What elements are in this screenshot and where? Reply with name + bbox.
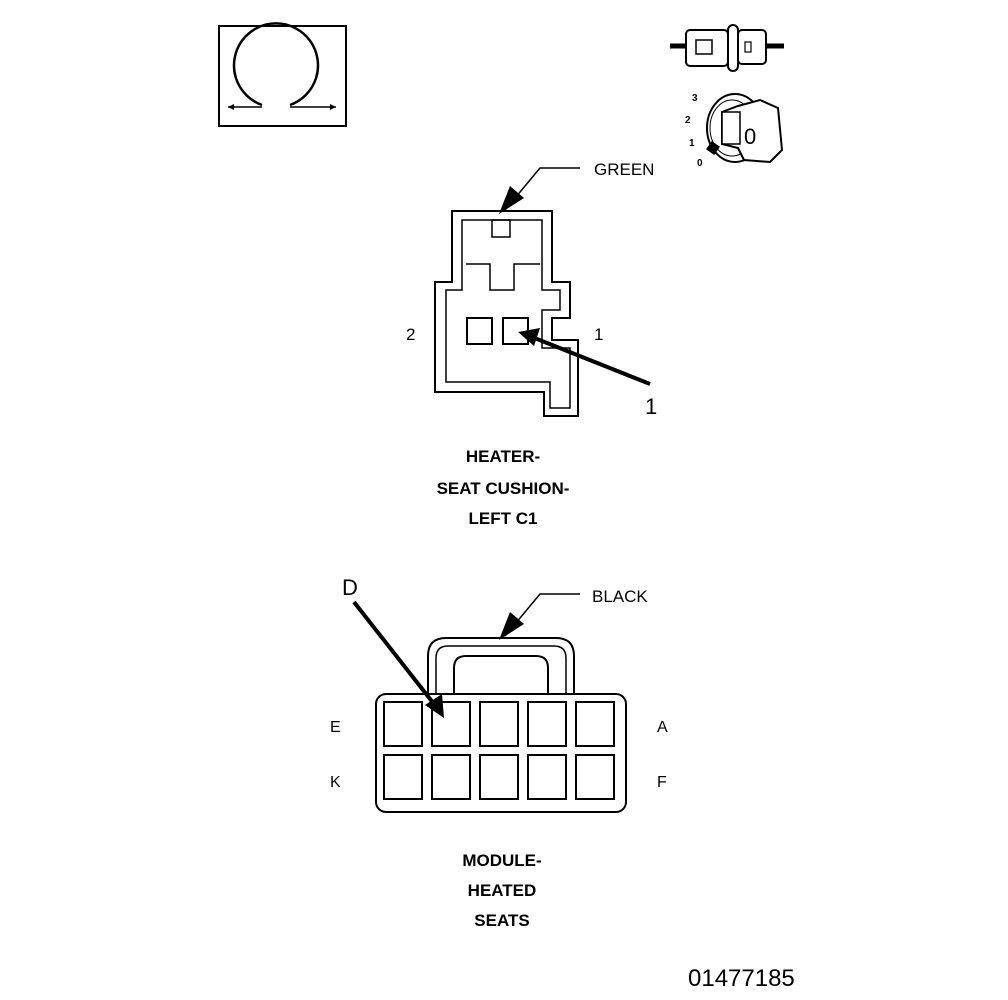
color-label-black: BLACK [592,587,648,606]
terminal-cavity [383,754,423,800]
inline-connector-icon [670,24,784,72]
connector-caption-line1: HEATER- [466,447,540,466]
pin-label-a: A [657,719,668,736]
connector-caption-line3: LEFT C1 [469,509,538,528]
terminal-cavity [479,701,519,747]
pin-label-2: 2 [406,325,415,344]
color-label-green: GREEN [594,160,654,179]
terminal-cavity [527,754,567,800]
terminal-cavity [383,701,423,747]
resistance-omega-icon [218,22,347,127]
pin-label-e: E [330,719,341,736]
ignition-key-label: 0 [744,124,756,149]
ignition-position-3: 3 [692,93,698,104]
ignition-position-0: 0 [697,158,703,169]
terminal-cavity [575,701,615,747]
pin-label-k: K [330,774,341,791]
connector-caption-line2: SEAT CUSHION- [437,479,570,498]
module-caption-line1: MODULE- [462,851,541,870]
terminal-cavity [431,754,471,800]
callout-number: 1 [645,394,657,419]
ignition-position-2: 2 [685,115,691,126]
ignition-key-icon: 3 2 1 0 0 [685,93,784,169]
terminal-cavity [527,701,567,747]
module-heated-seats-connector: BLACK E A K F D MODULE- HEATED SEATS [330,575,668,930]
ignition-position-1: 1 [689,138,695,149]
terminal-cavity-2 [466,317,493,345]
terminal-cavity [575,754,615,800]
figure-number: 01477185 [688,965,795,992]
module-caption-line2: HEATED [468,881,537,900]
pin-label-1: 1 [594,325,603,344]
terminal-cavity [479,754,519,800]
module-caption-line3: SEATS [474,911,529,930]
callout-letter-d: D [342,575,358,600]
heater-seat-cushion-connector: GREEN 2 1 1 HEATER- SEAT CUSHION- LEFT C… [406,160,657,528]
pin-label-f: F [657,774,667,791]
